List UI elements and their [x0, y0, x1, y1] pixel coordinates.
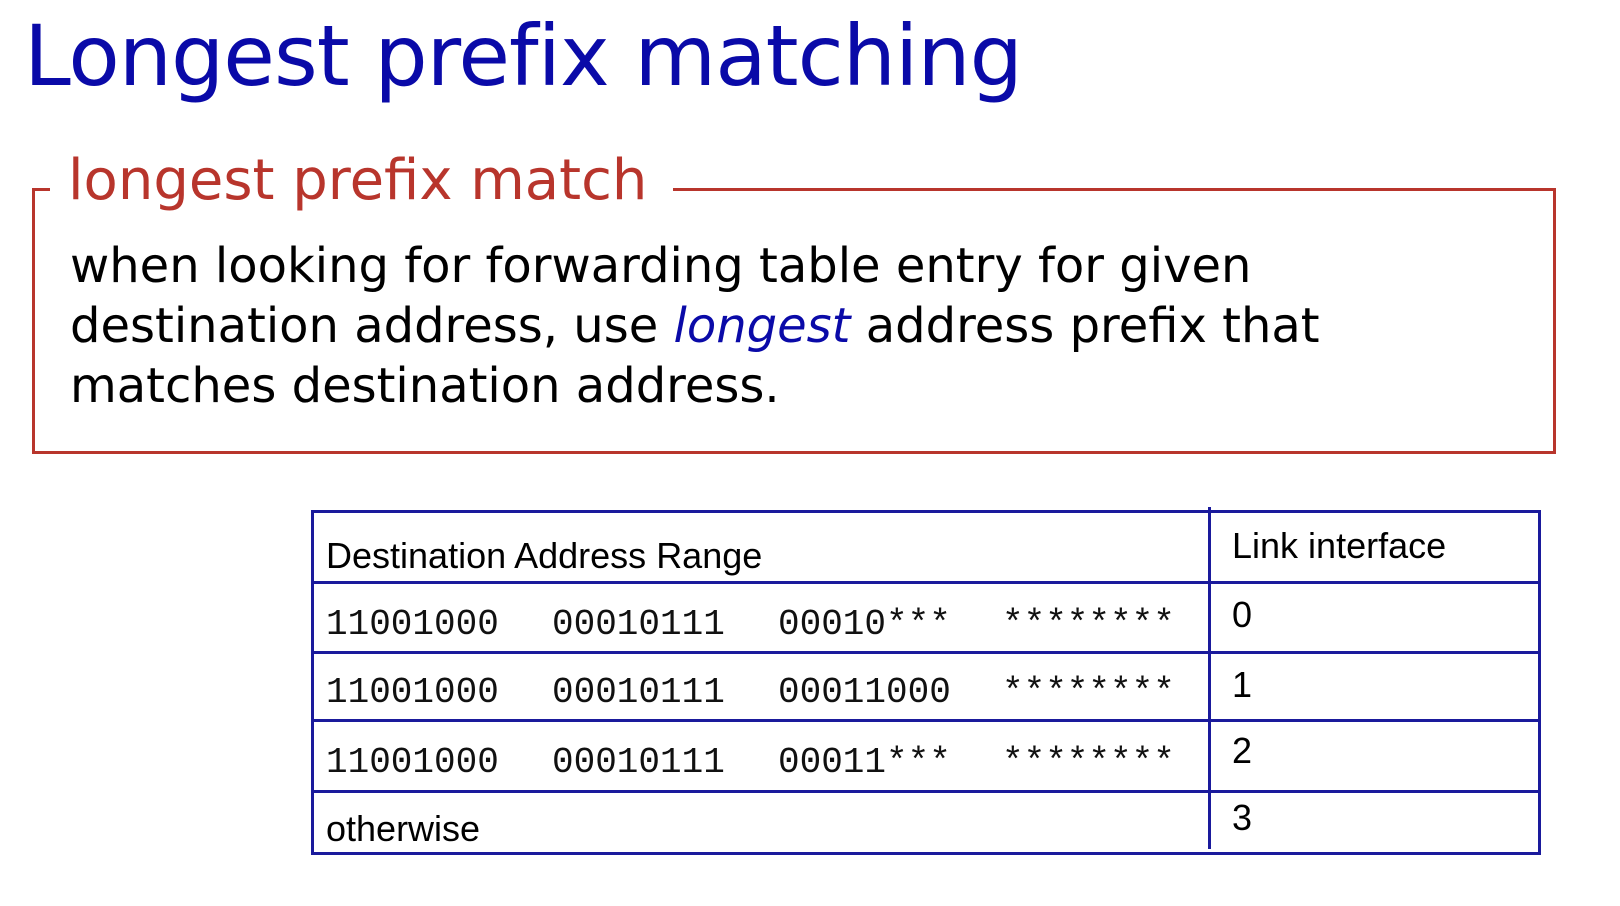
- link-interface-value: 2: [1232, 730, 1253, 771]
- octet-3: 00010***: [778, 604, 951, 645]
- definition-emphasis: longest: [673, 298, 851, 354]
- slide-title: Longest prefix matching: [24, 7, 1023, 105]
- forwarding-table: Destination Address Range Link interface…: [311, 507, 1541, 855]
- octet-2: 00010111: [552, 672, 725, 713]
- octet-1: 11001000: [326, 604, 499, 645]
- octet-1: 11001000: [326, 742, 499, 783]
- octet-3: 00011000: [778, 672, 951, 713]
- definition-text-before: when looking for forwarding table entry …: [70, 238, 1252, 354]
- link-interface-value: 1: [1232, 664, 1253, 705]
- octet-2: 00010111: [552, 742, 725, 783]
- header-link-interface: Link interface: [1232, 525, 1447, 566]
- definition-box: [32, 188, 1556, 454]
- table-header-row: Destination Address Range Link interface: [314, 513, 1538, 584]
- link-interface-value: 0: [1232, 594, 1253, 635]
- column-divider: [1208, 507, 1211, 849]
- table-row: 11001000 00010111 00011*** ******** 2: [314, 722, 1538, 793]
- octet-4: ********: [1002, 742, 1175, 783]
- table-row-otherwise: otherwise 3: [314, 793, 1538, 855]
- header-destination-range: Destination Address Range: [326, 535, 763, 576]
- otherwise-label: otherwise: [326, 808, 481, 849]
- octet-1: 11001000: [326, 672, 499, 713]
- definition-text: when looking for forwarding table entry …: [70, 236, 1530, 416]
- definition-label: longest prefix match: [50, 150, 674, 212]
- link-interface-value: 3: [1232, 797, 1253, 838]
- octet-4: ********: [1002, 672, 1175, 713]
- table-row: 11001000 00010111 00010*** ******** 0: [314, 584, 1538, 654]
- table-row: 11001000 00010111 00011000 ******** 1: [314, 654, 1538, 722]
- octet-2: 00010111: [552, 604, 725, 645]
- definition-text-after: address prefix that matches destination …: [70, 298, 1320, 414]
- octet-3: 00011***: [778, 742, 951, 783]
- octet-4: ********: [1002, 604, 1175, 645]
